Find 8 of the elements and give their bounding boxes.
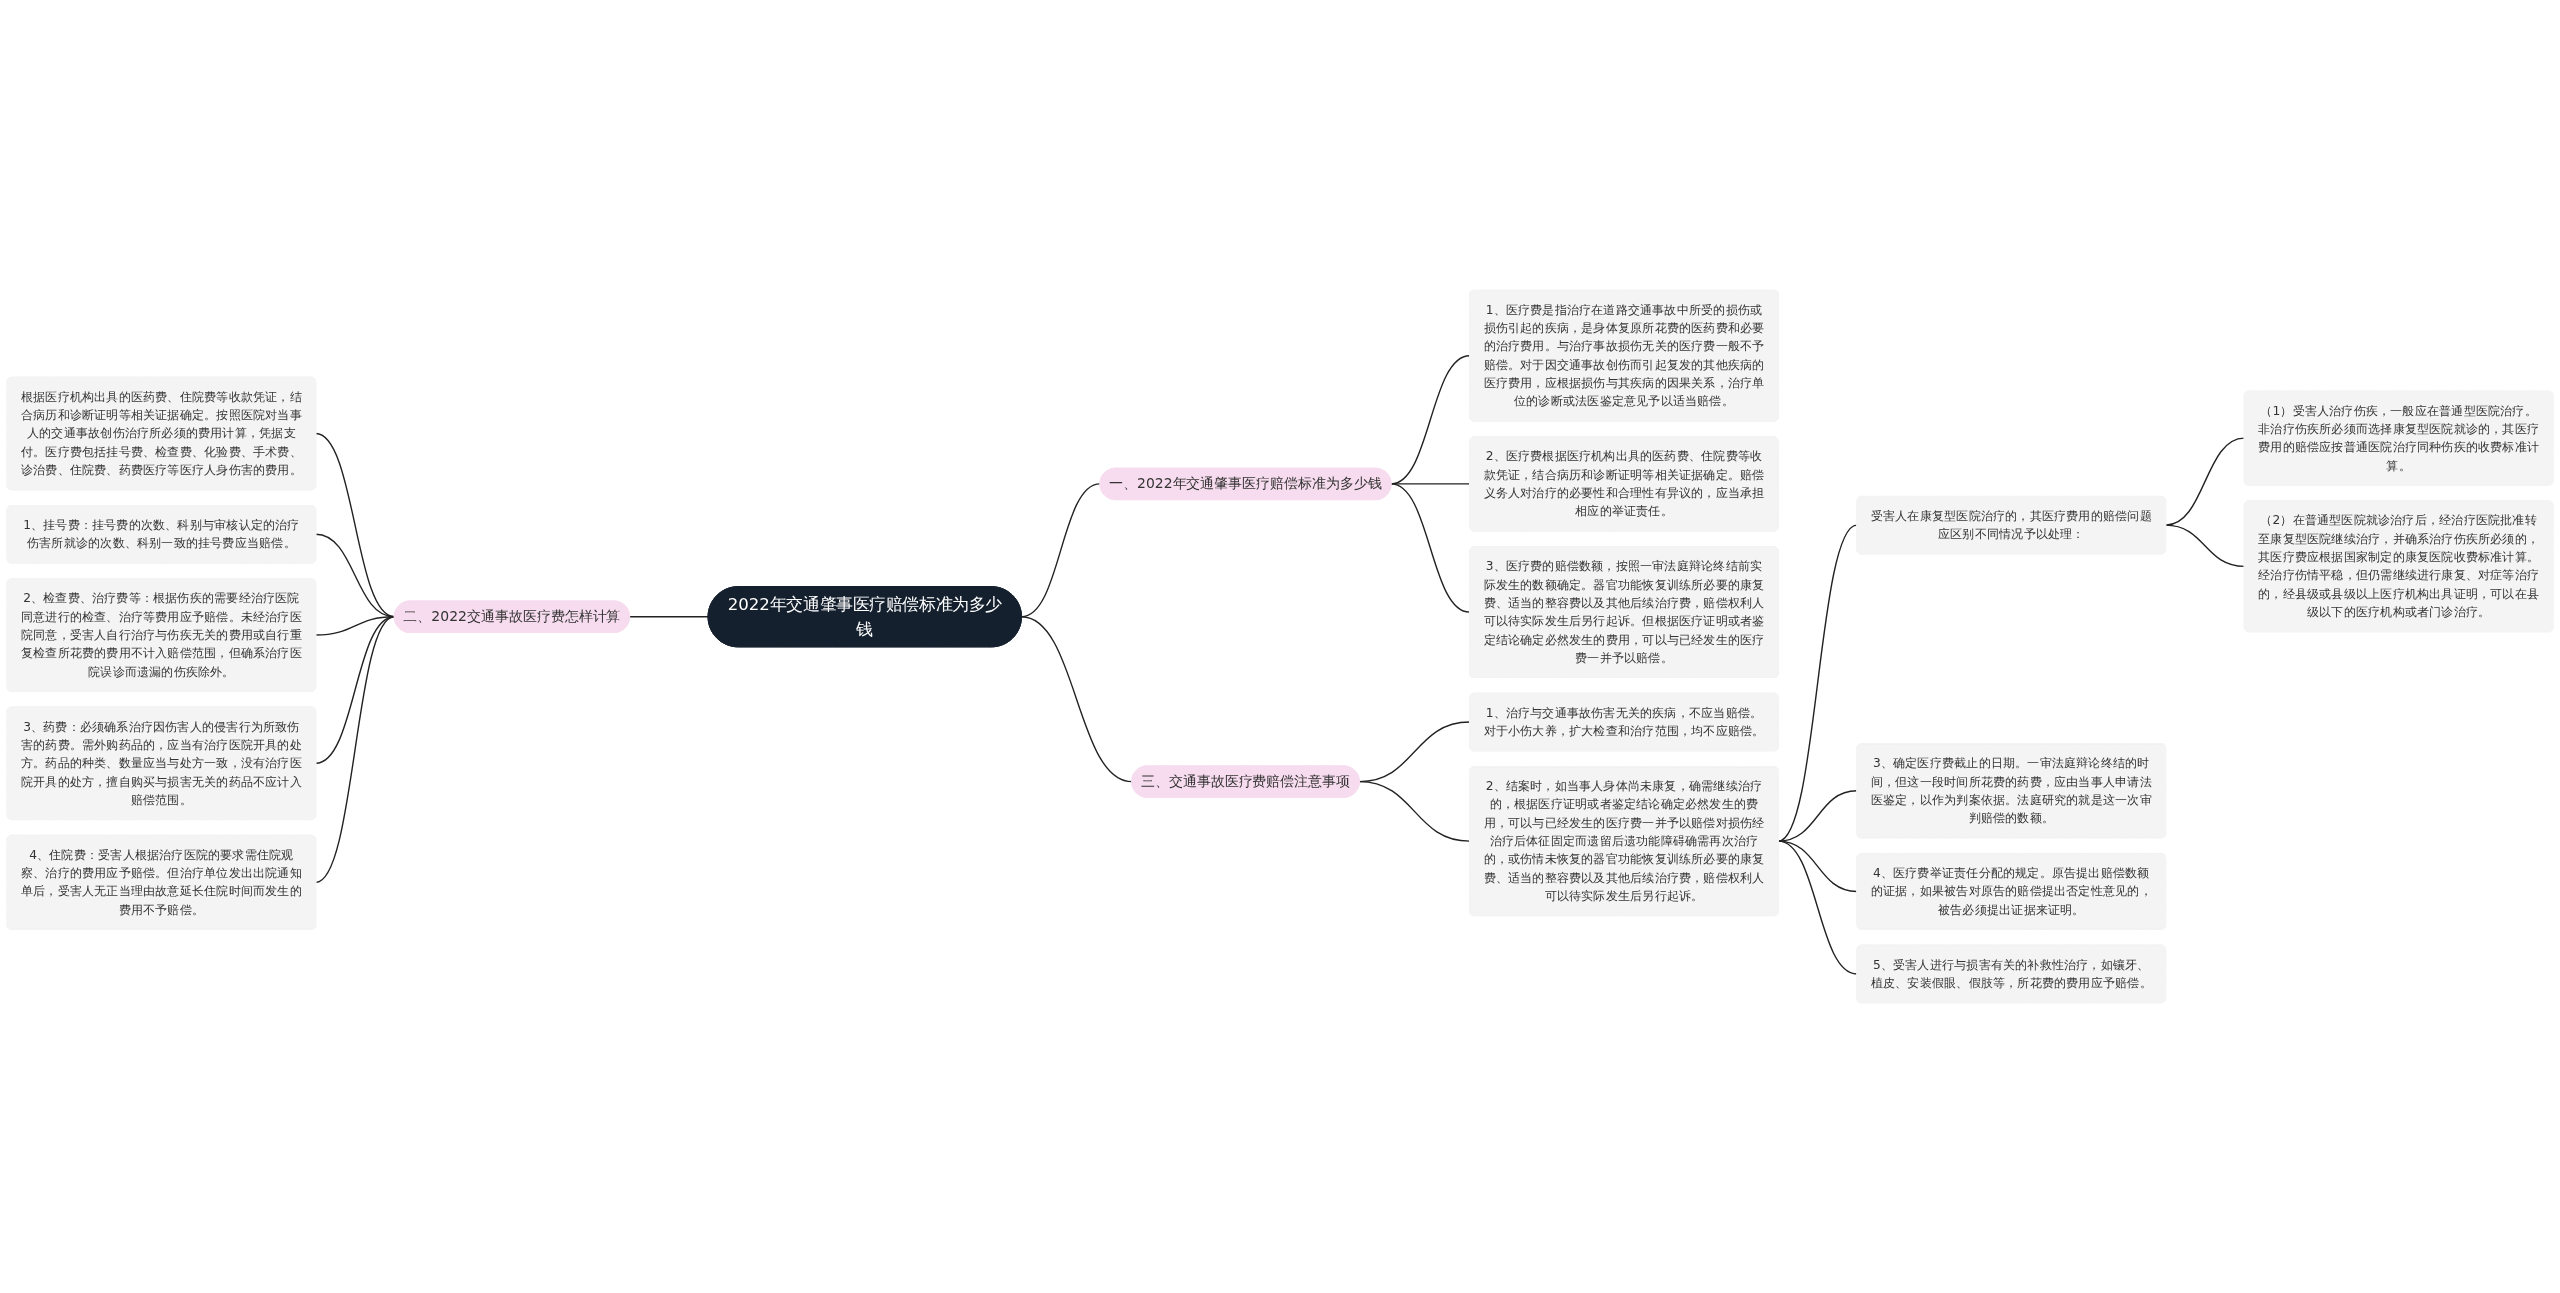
connector <box>1390 483 1471 613</box>
connector <box>1020 616 1133 783</box>
connector <box>315 616 395 884</box>
connector <box>628 616 709 618</box>
connector <box>2165 437 2245 526</box>
connector <box>1777 524 1858 842</box>
connector <box>1358 780 1471 842</box>
connector <box>2165 524 2245 568</box>
